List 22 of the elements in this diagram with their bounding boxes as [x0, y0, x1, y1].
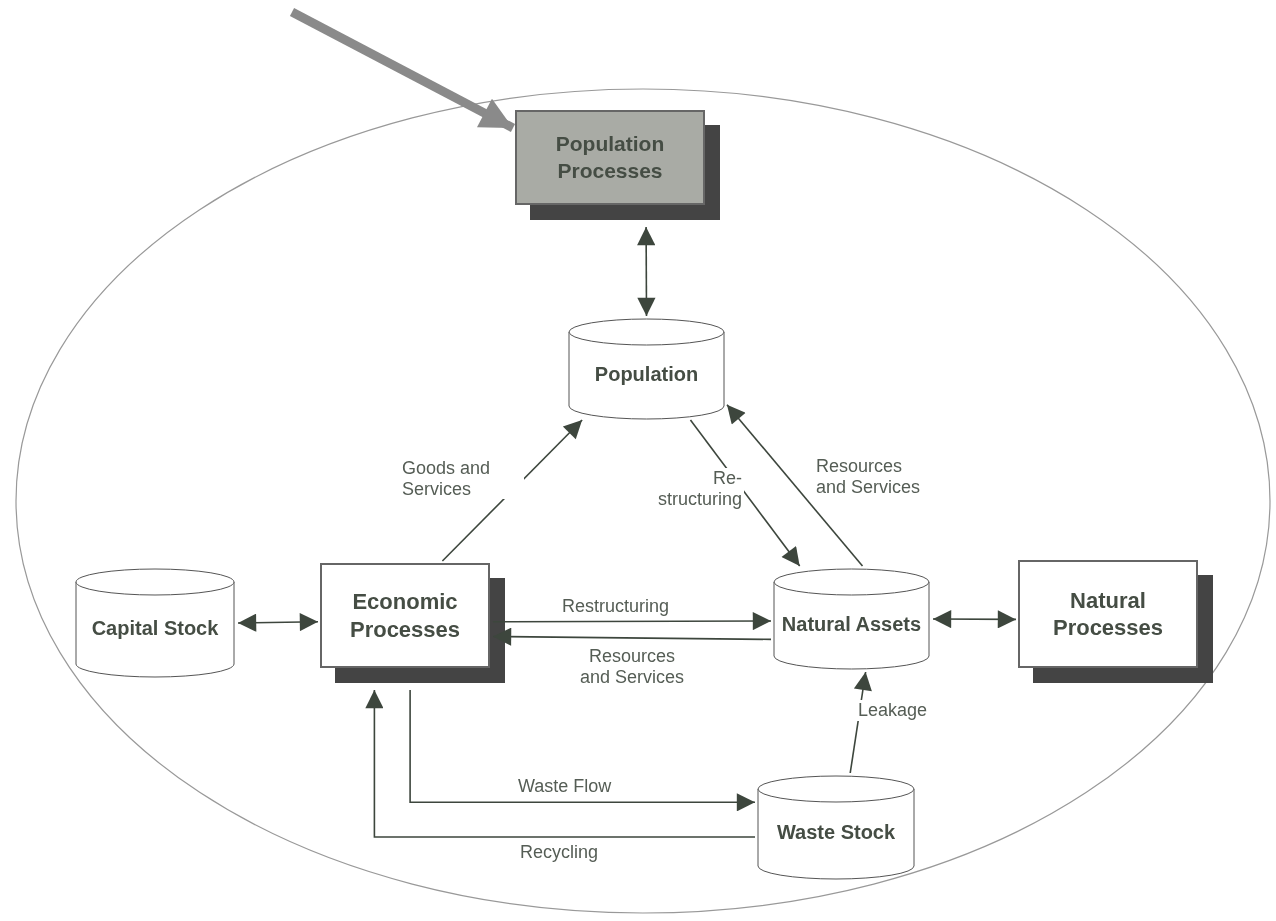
double-arrow	[932, 610, 1017, 629]
edge-label: Goods and Services	[400, 458, 524, 500]
storage-cylinder	[568, 318, 725, 420]
node-label: Waste Stock	[776, 820, 896, 845]
storage-cylinder	[757, 775, 915, 880]
arrow	[492, 627, 772, 646]
node-label: Natural Assets	[781, 611, 922, 637]
system-boundary-ellipse	[15, 88, 1271, 914]
arrow	[726, 403, 864, 567]
thick-arrow	[289, 8, 516, 133]
node-label: Natural Processes	[1051, 586, 1165, 642]
arrow	[492, 612, 772, 631]
node-label: Economic Processes	[348, 588, 462, 643]
node-label: Population Processes	[554, 131, 666, 184]
storage-cylinder	[773, 568, 930, 670]
node-label: Capital Stock	[91, 615, 219, 641]
arrow	[409, 689, 756, 812]
node-label: Population	[594, 361, 699, 387]
arrow	[365, 689, 756, 838]
double-arrow	[637, 226, 656, 317]
storage-cylinder	[75, 568, 235, 678]
double-arrow	[237, 612, 319, 632]
